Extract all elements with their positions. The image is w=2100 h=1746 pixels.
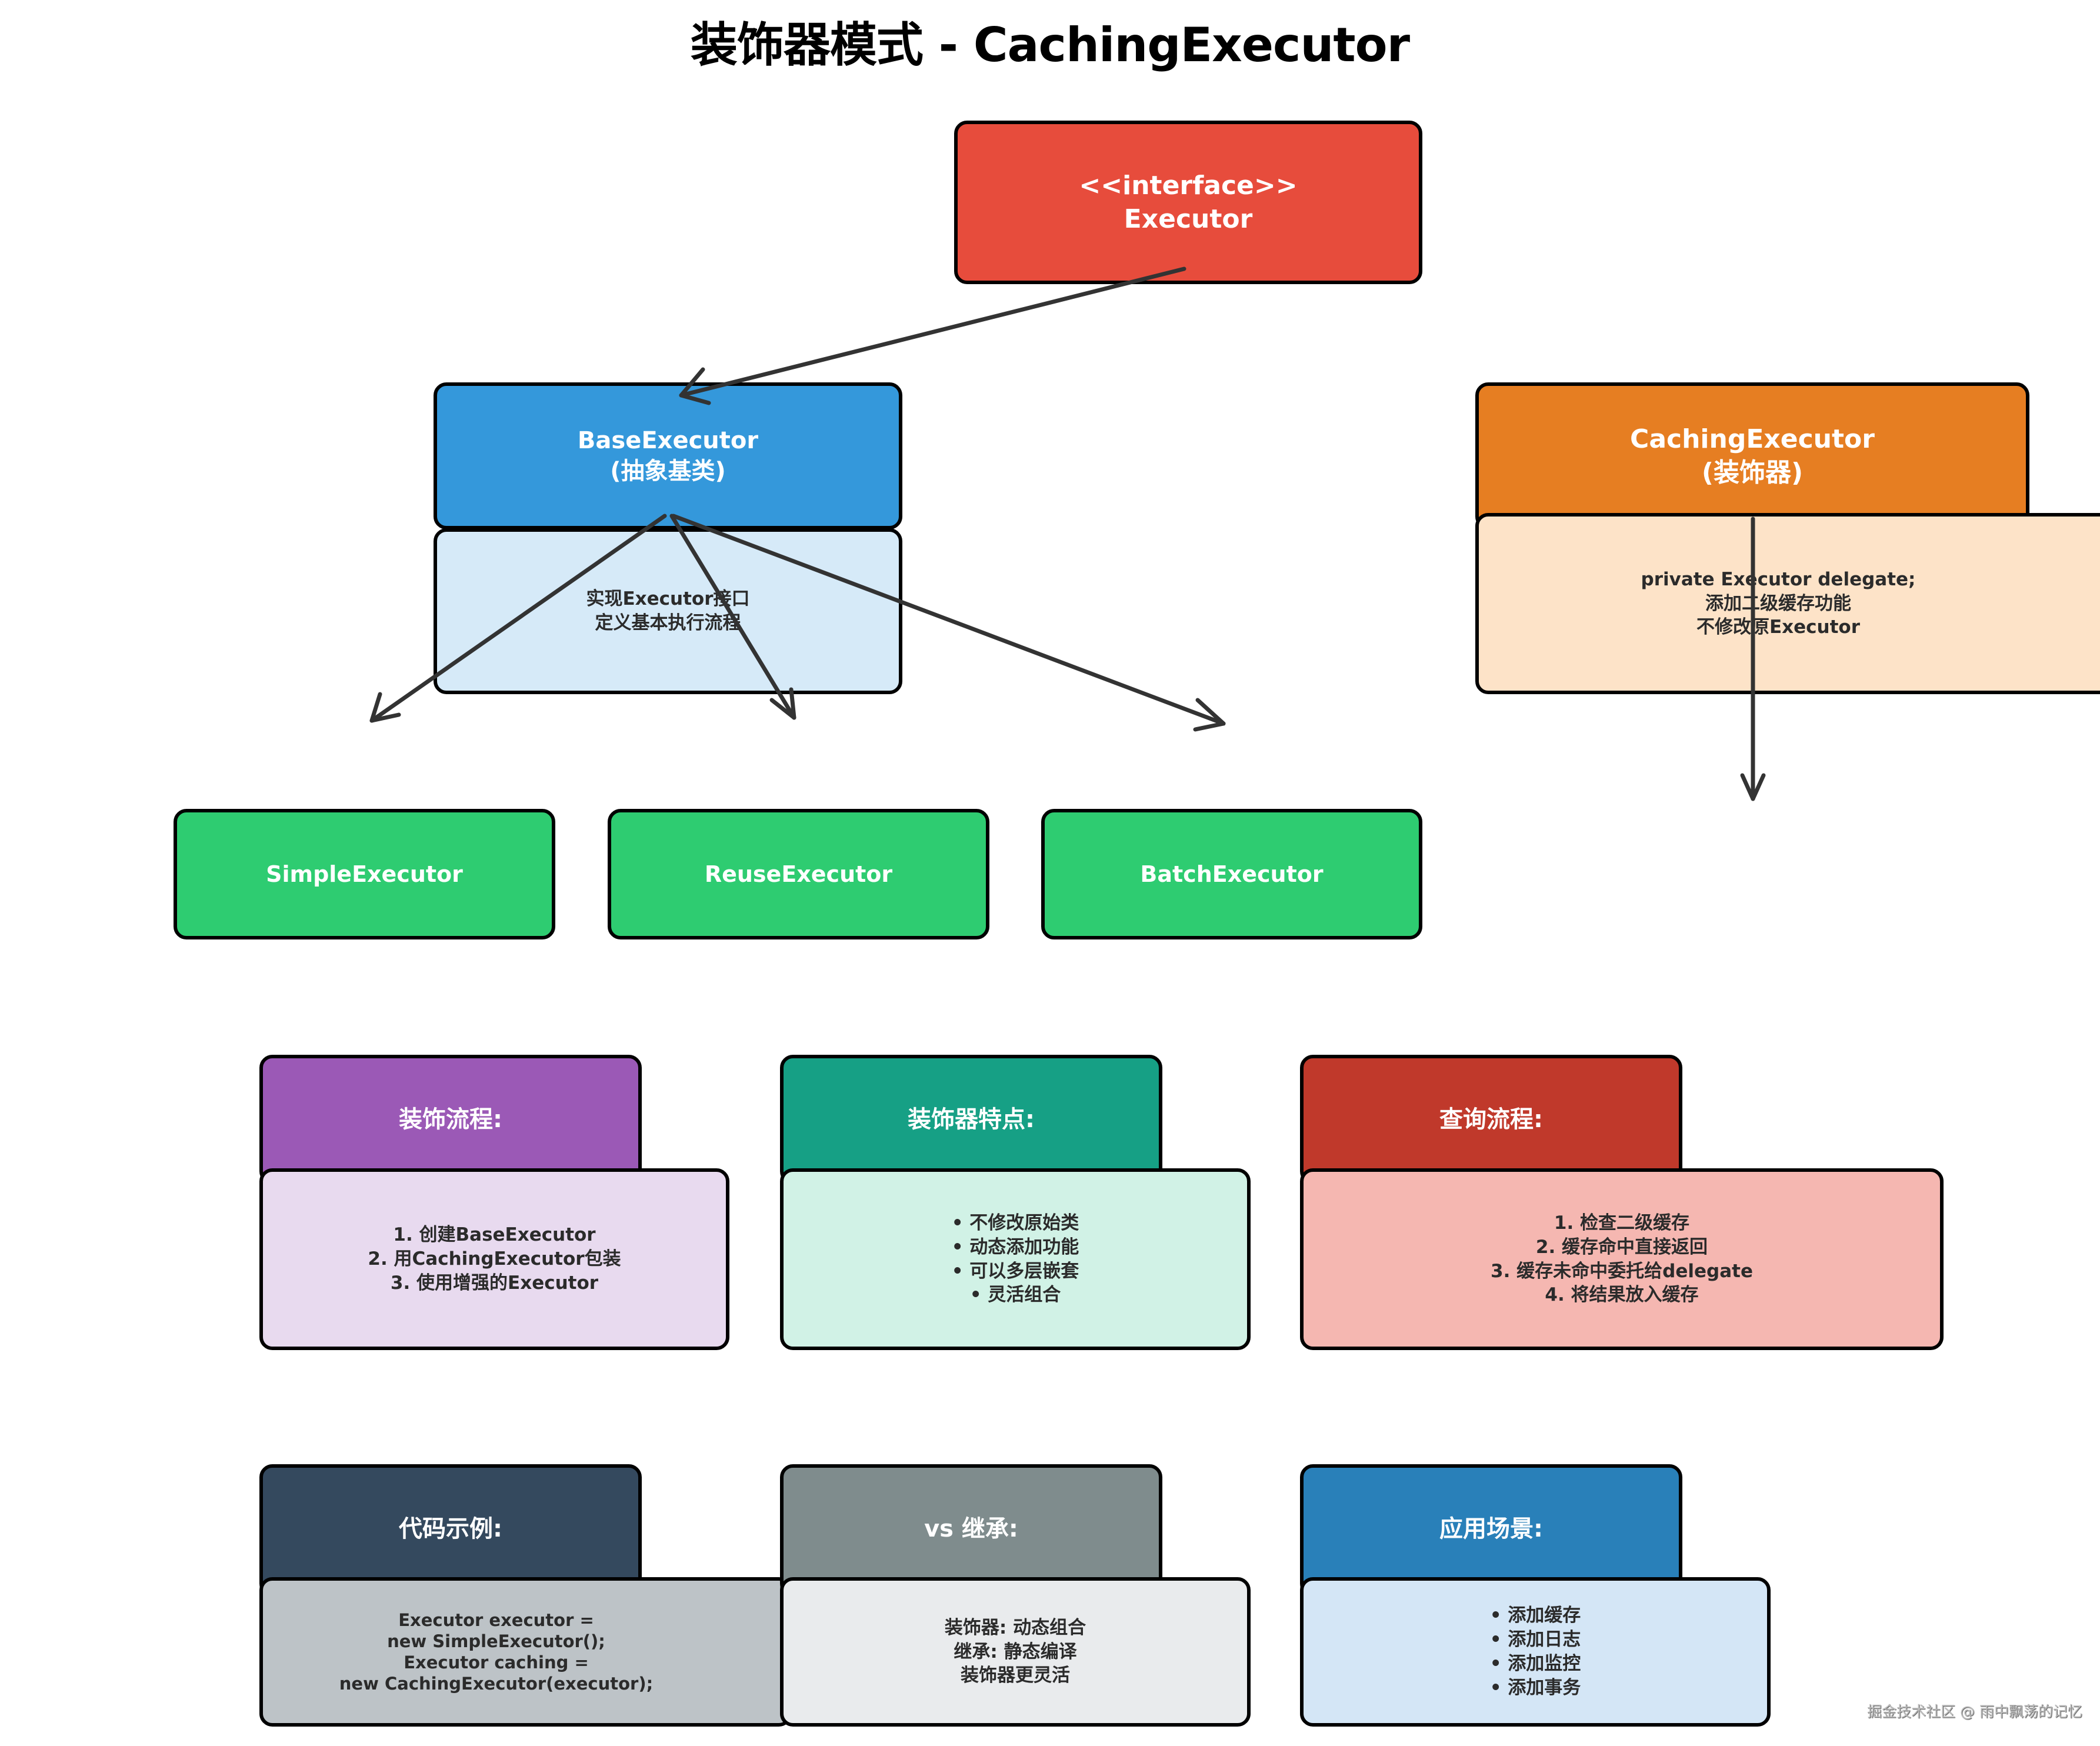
decoration-flow-body: 1. 创建BaseExecutor 2. 用CachingExecutor包装 … bbox=[259, 1168, 729, 1350]
executor-interface-node: <<interface>> Executor bbox=[954, 121, 1422, 284]
code-example-header: 代码示例: bbox=[259, 1464, 642, 1597]
vs-inheritance-body: 装饰器: 动态组合 继承: 静态编译 装饰器更灵活 bbox=[780, 1577, 1251, 1727]
simple-executor-node: SimpleExecutor bbox=[174, 809, 555, 939]
watermark: 掘金技术社区 @ 雨中飘荡的记忆 bbox=[1867, 1703, 2082, 1720]
decorator-features-body: • 不修改原始类 • 动态添加功能 • 可以多层嵌套 • 灵活组合 bbox=[780, 1168, 1251, 1350]
batch-executor-node: BatchExecutor bbox=[1041, 809, 1422, 939]
reuse-executor-node: ReuseExecutor bbox=[608, 809, 989, 939]
diagram-title: 装饰器模式 - CachingExecutor bbox=[690, 18, 1410, 72]
usage-scenarios-body: • 添加缓存 • 添加日志 • 添加监控 • 添加事务 bbox=[1300, 1577, 1771, 1727]
caching-executor-header: CachingExecutor (装饰器) bbox=[1475, 382, 2029, 529]
base-executor-header: BaseExecutor (抽象基类) bbox=[434, 382, 902, 529]
decoration-flow-header: 装饰流程: bbox=[259, 1055, 642, 1184]
base-executor-body: 实现Executor接口 定义基本执行流程 bbox=[434, 528, 902, 694]
caching-executor-body: private Executor delegate; 添加二级缓存功能 不修改原… bbox=[1475, 513, 2100, 694]
query-flow-body: 1. 检查二级缓存 2. 缓存命中直接返回 3. 缓存未命中委托给delegat… bbox=[1300, 1168, 1944, 1350]
decorator-features-header: 装饰器特点: bbox=[780, 1055, 1162, 1184]
query-flow-header: 查询流程: bbox=[1300, 1055, 1682, 1184]
code-example-body: Executor executor = new SimpleExecutor()… bbox=[259, 1577, 792, 1727]
